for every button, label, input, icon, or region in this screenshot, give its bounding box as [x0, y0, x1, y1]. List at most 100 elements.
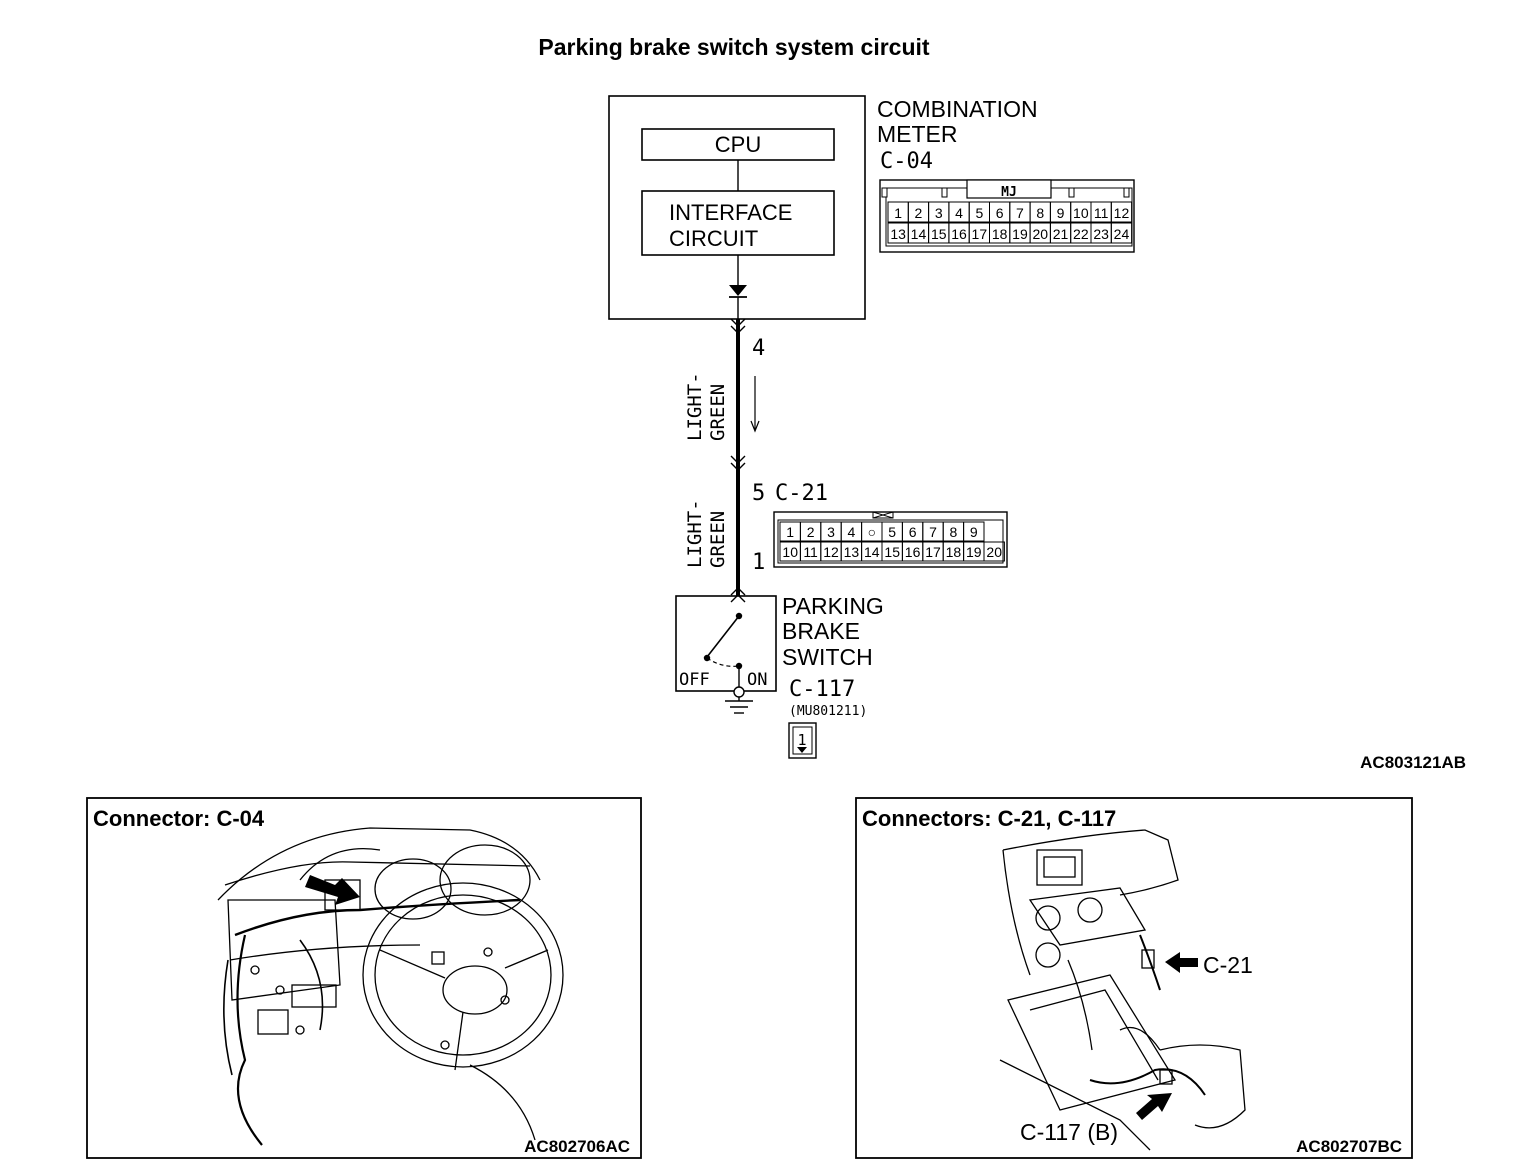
wire-lower-pin: 1 — [752, 550, 765, 575]
c21-lock-tab — [872, 511, 894, 519]
c04-pin-label: 1 — [894, 205, 902, 221]
c21-pin-label: 20 — [986, 544, 1002, 560]
meter-name-line1: COMBINATION — [877, 96, 1038, 122]
c21-pin-label: 7 — [929, 524, 937, 540]
c04-pin-label: 19 — [1012, 226, 1028, 242]
c21-callout-arrow — [1165, 952, 1198, 973]
c04-pin-label: 10 — [1073, 205, 1089, 221]
c04-pin-label: 16 — [951, 226, 967, 242]
c04-pin-label: 18 — [992, 226, 1008, 242]
c21-pin-label: 6 — [909, 524, 917, 540]
switch-name-line2: BRAKE — [782, 618, 860, 644]
switch-contact-arm — [706, 615, 740, 658]
connectors-c21-c117-location-panel: Connectors: C-21, C-117 C-21 C-117 (B) A… — [855, 797, 1413, 1159]
wire-lower-color-line1: LIGHT- — [684, 499, 706, 568]
ground-symbol — [725, 697, 753, 714]
c04-pin-label: 4 — [955, 205, 963, 221]
c117-callout-arrow — [1136, 1093, 1172, 1120]
wire-lower-color-line2: GREEN — [707, 511, 729, 568]
c21-pin-label: 19 — [966, 544, 982, 560]
wire-light-green — [730, 318, 760, 603]
connector-c04-location-panel: Connector: C-04 — [86, 797, 642, 1159]
c21-pin-cell — [963, 521, 985, 542]
c21-pin-label: 3 — [827, 524, 835, 540]
switch-off-label: OFF — [679, 670, 710, 690]
c04-pin-label: 12 — [1114, 205, 1130, 221]
switch-name-line3: SWITCH — [782, 644, 873, 670]
interface-label-line2: CIRCUIT — [669, 226, 758, 251]
c21-pin-label: 9 — [970, 524, 978, 540]
panel-left-code: AC802706AC — [524, 1137, 630, 1156]
c21-pin-cell — [983, 541, 1005, 562]
c04-pin-label: 20 — [1032, 226, 1048, 242]
c04-pin-label: 11 — [1094, 205, 1109, 221]
wire-upper-color-line1: LIGHT- — [684, 372, 706, 441]
c04-pin-label: 9 — [1057, 205, 1065, 221]
meter-name-line2: METER — [877, 121, 958, 147]
c04-pin-label: 21 — [1053, 226, 1069, 242]
c21-pin-label: 1 — [786, 524, 794, 540]
c04-pin-label: 8 — [1036, 205, 1044, 221]
panel-right-callout-c21: C-21 — [1203, 952, 1253, 978]
c04-pin-label: 14 — [911, 226, 927, 242]
c04-pin-label: 2 — [915, 205, 923, 221]
c21-pin-label: 15 — [884, 544, 900, 560]
diagram-code: AC803121AB — [1360, 753, 1466, 772]
combination-meter: CPU INTERFACE CIRCUIT — [608, 95, 866, 320]
c04-pin-cell — [1110, 201, 1133, 223]
c21-pin-label: 4 — [848, 524, 856, 540]
panel-left-heading: Connector: C-04 — [93, 806, 265, 831]
switch-name-line1: PARKING — [782, 593, 884, 619]
meter-connector-label: C-04 — [880, 149, 933, 174]
c21-pin-label: 10 — [782, 544, 798, 560]
c04-pin-label: 17 — [972, 226, 988, 242]
c21-pin-label: 13 — [844, 544, 860, 560]
c04-pin-label: 5 — [975, 205, 983, 221]
c21-pin-label: 8 — [950, 524, 958, 540]
panel-right-heading: Connectors: C-21, C-117 — [862, 806, 1116, 831]
c21-pin-label: 2 — [807, 524, 815, 540]
console-illustration — [999, 829, 1246, 1151]
c04-pin-label: 24 — [1114, 226, 1130, 242]
cpu-label: CPU — [715, 132, 761, 157]
c21-pin-label: 18 — [946, 544, 962, 560]
c21-pin-label: 5 — [888, 524, 896, 540]
c04-pin-label: 3 — [935, 205, 943, 221]
wire-mid-pin: 5 — [752, 481, 765, 506]
c117-connector-label: C-117 — [789, 677, 855, 702]
panel-right-code: AC802707BC — [1296, 1137, 1402, 1156]
c04-connector-tag: MJ — [1001, 185, 1017, 200]
diode-symbol — [729, 285, 747, 296]
c21-pin-label: 17 — [925, 544, 941, 560]
c04-pin-cell — [1110, 222, 1133, 244]
dashboard-illustration — [217, 827, 564, 1146]
c04-pin-label: 15 — [931, 226, 947, 242]
parking-brake-switch — [675, 595, 777, 714]
c21-pin-label: 14 — [864, 544, 880, 560]
interface-label-line1: INTERFACE — [669, 200, 792, 225]
page-title: Parking brake switch system circuit — [538, 34, 930, 60]
c04-pin-label: 23 — [1093, 226, 1109, 242]
c21-pin-label: 12 — [823, 544, 839, 560]
c04-pin-label: 7 — [1016, 205, 1024, 221]
switch-on-label: ON — [747, 670, 767, 690]
wire-upper-color-line2: GREEN — [707, 384, 729, 441]
c04-pin-label: 13 — [890, 226, 906, 242]
c21-pin-label: 11 — [803, 544, 818, 560]
c21-connector-label: C-21 — [775, 481, 828, 506]
c21-pin-label: ○ — [868, 524, 876, 540]
c117-pin-label: 1 — [797, 731, 806, 749]
panel-right-callout-c117: C-117 (B) — [1020, 1119, 1118, 1145]
wire-upper-pin: 4 — [752, 336, 765, 361]
c117-part-number: (MU801211) — [789, 704, 867, 719]
c117-connector-face: 1 — [788, 722, 817, 759]
c04-pin-label: 6 — [996, 205, 1004, 221]
c04-pin-label: 22 — [1073, 226, 1089, 242]
c04-callout-arrow — [305, 875, 360, 905]
c21-pin-label: 16 — [905, 544, 921, 560]
